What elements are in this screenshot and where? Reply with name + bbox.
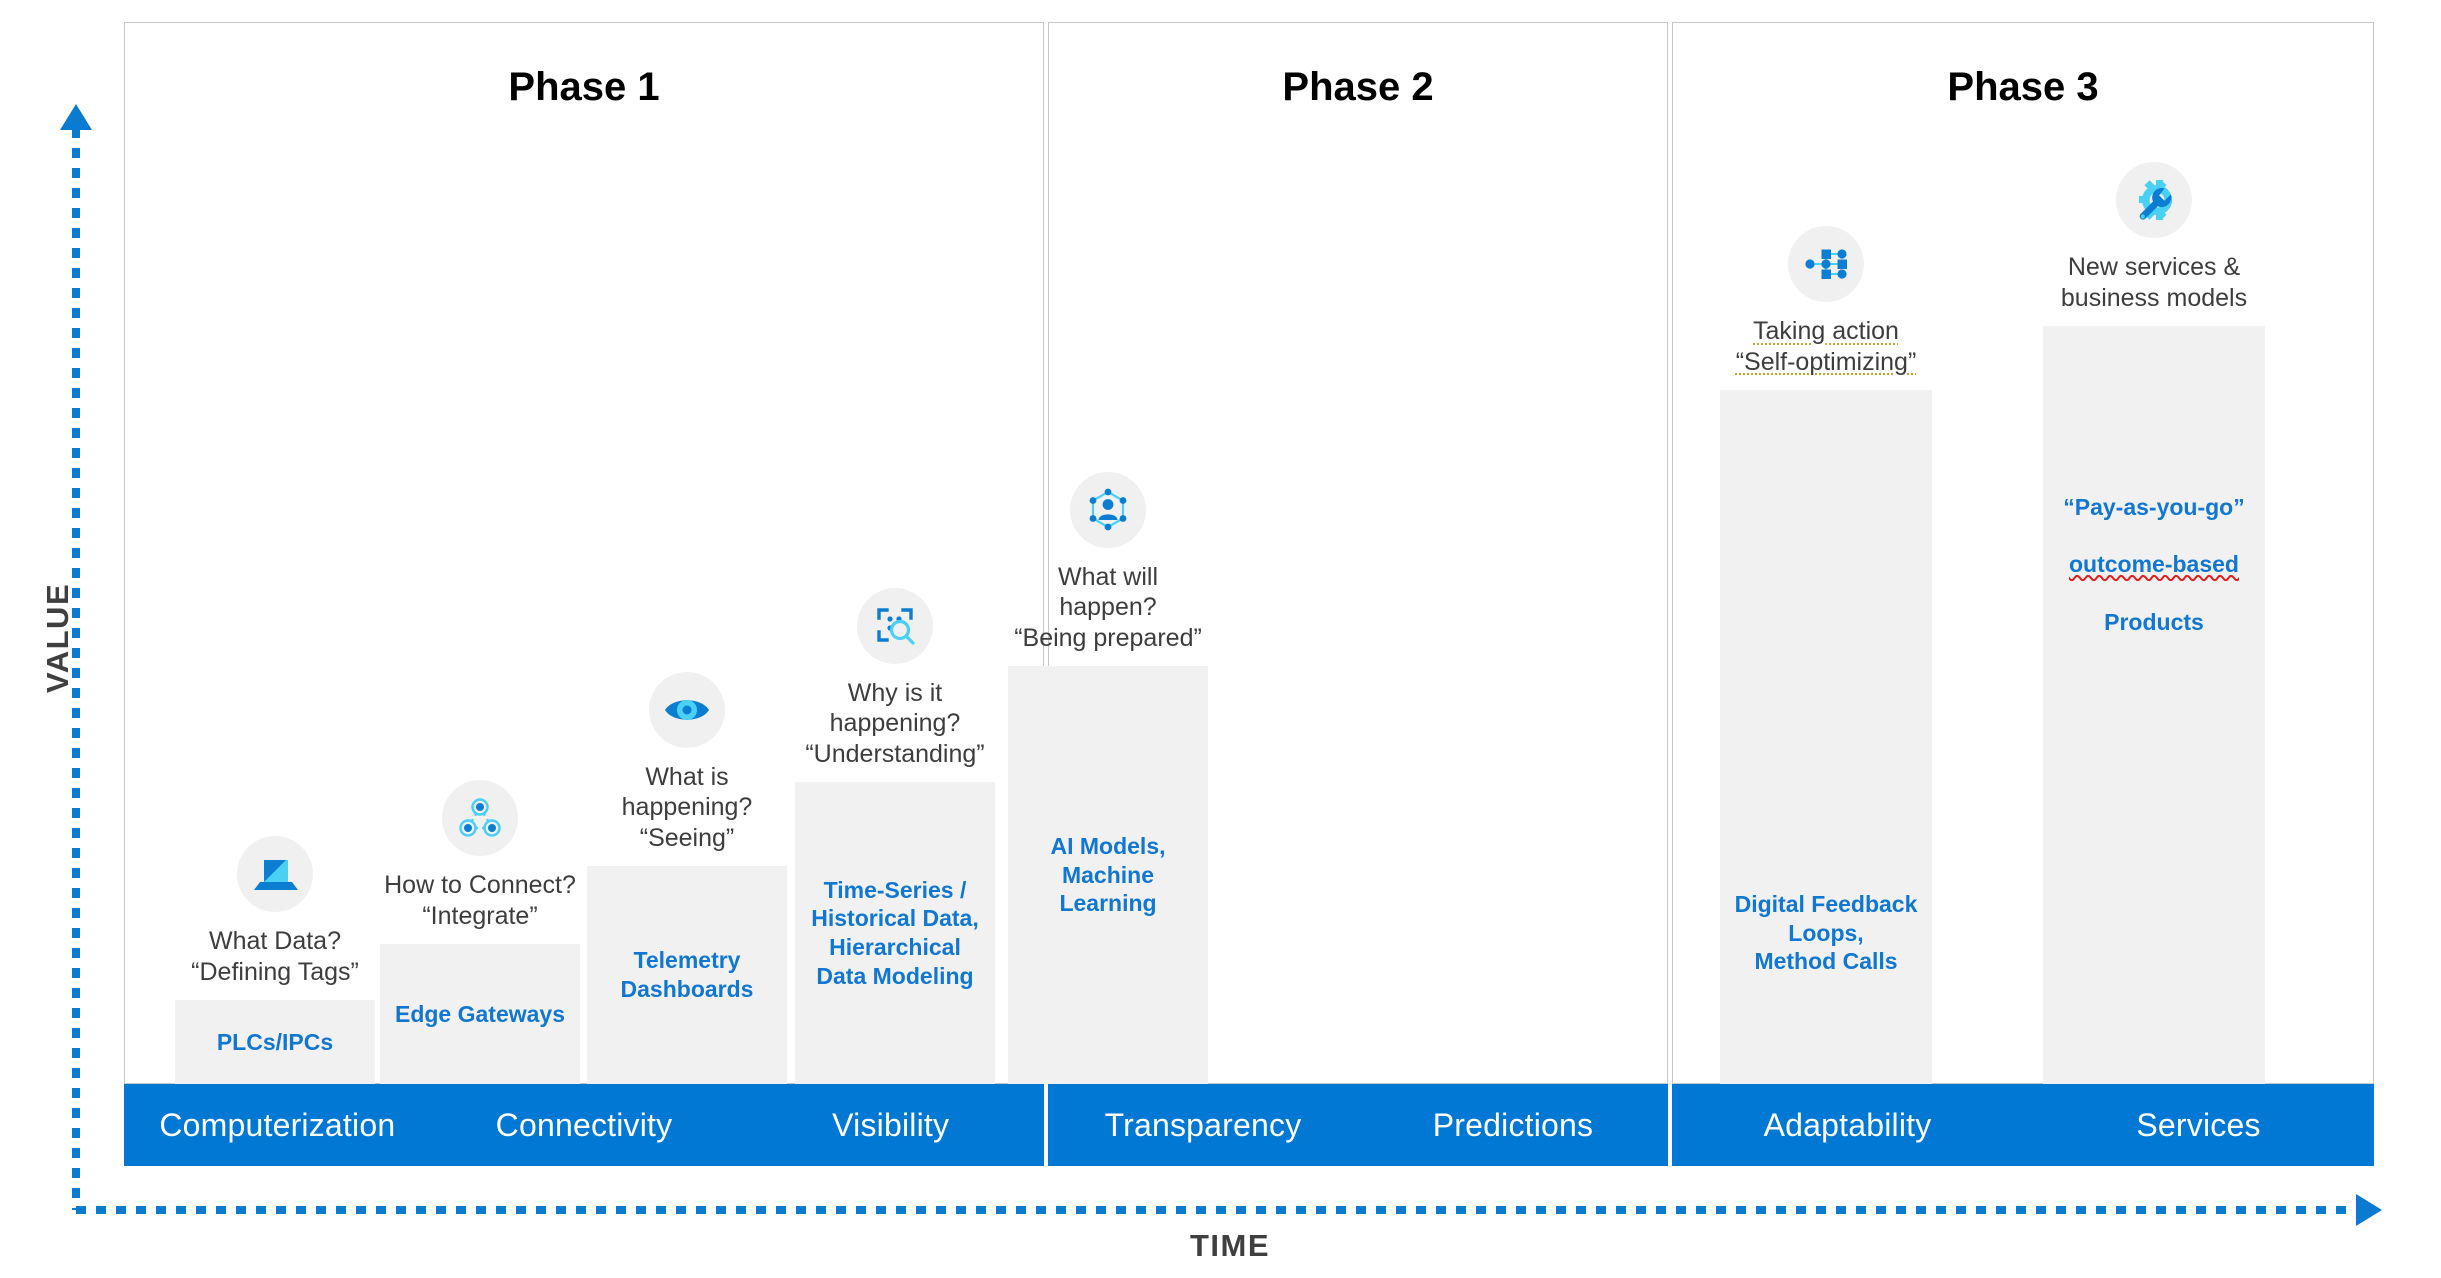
stage-bar-adaptability: Digital Feedback Loops, Method Calls [1720, 390, 1932, 1084]
stage-question-computerization: What Data? “Defining Tags” [191, 927, 359, 986]
stage-question-services: New services & business models [2060, 253, 2248, 312]
phase-panel-3: Phase 3 [1672, 22, 2374, 1084]
person-network-icon [1070, 471, 1146, 548]
network-nodes-icon [442, 780, 518, 856]
stage-question-predictions: What will happen? “Being prepared” [1014, 562, 1202, 652]
stage-band-phase-1: Computerization Connectivity Visibility [124, 1084, 1044, 1166]
stage-name-computerization[interactable]: Computerization [159, 1106, 396, 1143]
stage-name-visibility[interactable]: Visibility [832, 1106, 950, 1143]
stage-band-phase-3: Adaptability Services [1672, 1084, 2374, 1166]
stage-bar-label-adaptability: Digital Feedback Loops, Method Calls [1734, 890, 1918, 975]
services-bar-line-1: “Pay-as-you-go” [2063, 493, 2245, 520]
stage-bar-computerization: PLCs/IPCs [175, 1000, 375, 1084]
value-axis-arrow-icon [60, 104, 92, 130]
eye-icon [649, 671, 725, 748]
stage-question-transparency: Why is it happening? “Understanding” [805, 678, 985, 768]
stage-bar-label-predictions: AI Models, Machine Learning [1050, 832, 1166, 917]
services-bar-line-2: outcome-based [2069, 551, 2239, 578]
stage-bar-predictions: AI Models, Machine Learning [1008, 666, 1208, 1084]
stage-bar-label-computerization: PLCs/IPCs [216, 1028, 334, 1055]
stage-name-predictions[interactable]: Predictions [1432, 1106, 1594, 1143]
stage-bar-label-transparency: Time-Series / Historical Data, Hierarchi… [811, 876, 979, 989]
phase-panel-1: Phase 1 [124, 22, 1044, 1084]
time-axis-label: TIME [1189, 1228, 1271, 1263]
phase-title-1: Phase 1 [508, 65, 660, 109]
stage-name-services[interactable]: Services [2136, 1106, 2261, 1143]
stage-bar-services: “Pay-as-you-go” outcome-based Products [2043, 326, 2265, 1084]
services-bar-line-3: Products [2104, 608, 2204, 635]
stage-column-transparency: Why is it happening? “Understanding” Tim… [795, 587, 995, 1084]
scan-search-icon [857, 587, 933, 664]
stage-name-connectivity[interactable]: Connectivity [495, 1106, 673, 1143]
stage-column-visibility: What is happening? “Seeing” Telemetry Da… [587, 671, 787, 1084]
stage-bar-visibility: Telemetry Dashboards [587, 866, 787, 1084]
gear-wrench-icon [2116, 162, 2192, 238]
time-axis-line [76, 1206, 2356, 1214]
stage-column-services: New services & business models “Pay-as-y… [2043, 162, 2265, 1084]
time-axis-arrow-icon [2356, 1194, 2382, 1226]
stage-bar-label-services: “Pay-as-you-go” outcome-based Products [2059, 464, 2248, 637]
stage-question-visibility: What is happening? “Seeing” [621, 762, 753, 852]
phase-panel-2: Phase 2 [1048, 22, 1668, 1084]
laptop-icon [237, 836, 313, 912]
stage-question-adaptability: Taking action “Self-optimizing” [1735, 317, 1917, 376]
stage-bar-label-connectivity: Edge Gateways [394, 1000, 566, 1027]
stage-name-adaptability[interactable]: Adaptability [1763, 1106, 1932, 1143]
stage-name-transparency[interactable]: Transparency [1104, 1106, 1302, 1143]
workflow-icon [1788, 226, 1864, 302]
stage-bar-connectivity: Edge Gateways [380, 944, 580, 1084]
value-axis-label: VALUE [40, 582, 75, 694]
stage-column-adaptability: Taking action “Self-optimizing” Digital … [1720, 226, 1932, 1084]
stage-column-connectivity: How to Connect? “Integrate” Edge Gateway… [380, 780, 580, 1084]
stage-bar-label-visibility: Telemetry Dashboards [620, 947, 754, 1002]
stage-question-connectivity: How to Connect? “Integrate” [384, 871, 576, 930]
phase-title-2: Phase 2 [1282, 65, 1434, 109]
value-axis-line [72, 128, 80, 1210]
phase-title-3: Phase 3 [1947, 65, 2099, 109]
stage-column-predictions: What will happen? “Being prepared” AI Mo… [1008, 471, 1208, 1084]
stage-bar-transparency: Time-Series / Historical Data, Hierarchi… [795, 782, 995, 1084]
stage-column-computerization: What Data? “Defining Tags” PLCs/IPCs [175, 836, 375, 1084]
stage-band-phase-2: Transparency Predictions [1048, 1084, 1668, 1166]
